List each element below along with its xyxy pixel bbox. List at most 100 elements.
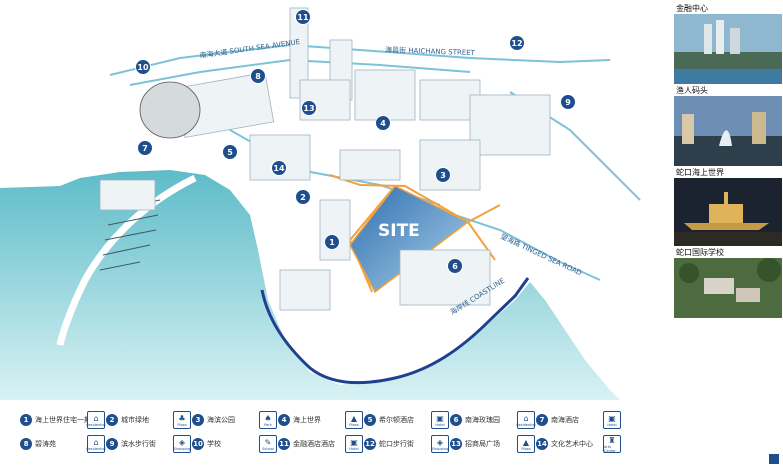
legend-icon-glyph: ⌂ xyxy=(93,413,99,423)
map-marker-10: 10 xyxy=(135,59,151,75)
photo-fishermans-wharf xyxy=(674,96,782,166)
map-marker-number: 9 xyxy=(565,98,571,107)
legend-label: 蛇口步行街 xyxy=(379,440,414,448)
legend-number: 12 xyxy=(364,438,376,450)
legend-icon-caption: Plaza xyxy=(521,446,531,451)
map-marker-number: 12 xyxy=(511,39,522,48)
legend-icon-caption: Hotel xyxy=(349,446,359,451)
building-clusters xyxy=(99,7,551,311)
photo-label-fishermans-wharf: 渔人码头 xyxy=(676,86,708,95)
shopping-icon: ◈Shopping xyxy=(173,435,191,453)
map-marker-7: 7 xyxy=(137,140,153,156)
legend-number: 3 xyxy=(192,414,204,426)
legend-icon-caption: Residential xyxy=(516,422,536,427)
plaza-icon: ▲Plaza xyxy=(517,435,535,453)
legend-number: 7 xyxy=(536,414,548,426)
breakwater xyxy=(56,174,197,346)
site-parcel xyxy=(349,185,470,294)
legend-icon-glyph: ◈ xyxy=(178,437,186,447)
legend-label: 滨水步行街 xyxy=(121,440,156,448)
house-icon: ⌂Residential xyxy=(86,411,106,429)
map-marker-8: 8 xyxy=(250,68,266,84)
legend-number: 5 xyxy=(364,414,376,426)
legend-label: 海滨公园 xyxy=(207,416,235,424)
school-icon: ✎School xyxy=(259,435,277,453)
map-marker-number: 5 xyxy=(227,148,233,157)
legend-icon-glyph: ▣ xyxy=(436,413,444,423)
house-icon: ⌂Residential xyxy=(86,435,106,453)
photo-label-financial-center: 金融中心 xyxy=(676,4,708,13)
legend-icon-caption: Plaza xyxy=(349,422,359,427)
map-marker-11: 11 xyxy=(295,9,311,25)
legend-number: 6 xyxy=(450,414,462,426)
legend-number: 9 xyxy=(106,438,118,450)
legend-icon-glyph: ✎ xyxy=(264,437,272,447)
legend-number: 2 xyxy=(106,414,118,426)
legend-label: 文化艺术中心 xyxy=(551,440,593,448)
legend-icon-glyph: ♠ xyxy=(264,413,272,423)
legend-label: 碧涛苑 xyxy=(35,440,56,448)
map-marker-number: 13 xyxy=(303,104,314,113)
map-marker-number: 11 xyxy=(297,13,309,22)
legend-icon-caption: Plaza xyxy=(177,422,187,427)
corner-logo-mark xyxy=(769,454,779,464)
photo-international-school xyxy=(674,258,782,318)
label-haichang-street: 海昌街 HAICHANG STREET xyxy=(385,45,476,57)
legend-icon-caption: School xyxy=(262,446,274,451)
legend-icon-glyph: ▣ xyxy=(350,437,358,447)
legend-icon-glyph: ▣ xyxy=(608,413,616,423)
legend-number: 4 xyxy=(278,414,290,426)
legend-number: 8 xyxy=(20,438,32,450)
hotel-icon: ▣Hotel xyxy=(431,411,449,429)
map-marker-number: 3 xyxy=(440,171,446,180)
map-marker-3: 3 xyxy=(435,167,451,183)
legend-label: 招商局广场 xyxy=(465,440,500,448)
site-map: SITE 南海大道 SOUTH SEA AVENUE 海昌街 HAICHANG … xyxy=(0,7,641,400)
legend-icon-glyph: ▲ xyxy=(522,437,530,447)
legend-number: 14 xyxy=(536,438,548,450)
legend-number: 10 xyxy=(192,438,204,450)
map-marker-number: 10 xyxy=(137,63,149,72)
park-icon: ♠Park xyxy=(259,411,277,429)
legend-number: 1 xyxy=(20,414,32,426)
map-marker-14: 14 xyxy=(271,160,287,176)
legend-icon-caption: Shopping xyxy=(173,446,191,451)
shopping-icon: ◈Shopping xyxy=(431,435,449,453)
legend-label: 海上世界住宅一期 xyxy=(35,416,87,424)
legend-icon-glyph: ♣ xyxy=(178,413,186,423)
map-marker-1: 1 xyxy=(324,234,340,250)
legend-icon-glyph: ◈ xyxy=(436,437,444,447)
coast-line xyxy=(260,277,530,385)
legend-icon-glyph: ⌂ xyxy=(523,413,529,423)
legend-label: 南海酒店 xyxy=(551,416,579,424)
legend-icon-glyph: ⌂ xyxy=(93,437,99,447)
legend-icon-caption: Hotel xyxy=(435,422,445,427)
photo-label-international-school: 蛇口国际学校 xyxy=(676,248,724,257)
sea xyxy=(0,170,620,400)
legend-icon-caption: Hotel xyxy=(607,422,617,427)
tree-icon: ♣Plaza xyxy=(173,411,191,429)
map-marker-number: 2 xyxy=(300,193,306,202)
plaza-icon: ▲Plaza xyxy=(345,411,363,429)
map-marker-number: 7 xyxy=(142,144,148,153)
map-marker-number: 6 xyxy=(452,262,458,271)
map-marker-5: 5 xyxy=(222,144,238,160)
residential-icon: ⌂Residential xyxy=(516,411,536,429)
legend-icon-caption: Residential xyxy=(86,422,106,427)
legend-icon-glyph: ♜ xyxy=(608,435,616,445)
hotel-icon: ▣Hotel xyxy=(603,411,621,429)
map-marker-9: 9 xyxy=(560,94,576,110)
legend-label: 城市绿地 xyxy=(121,416,149,424)
photo-label-sea-world: 蛇口海上世界 xyxy=(676,168,724,177)
legend-label: 学校 xyxy=(207,440,221,448)
legend-label: 希尔顿酒店 xyxy=(379,416,414,424)
